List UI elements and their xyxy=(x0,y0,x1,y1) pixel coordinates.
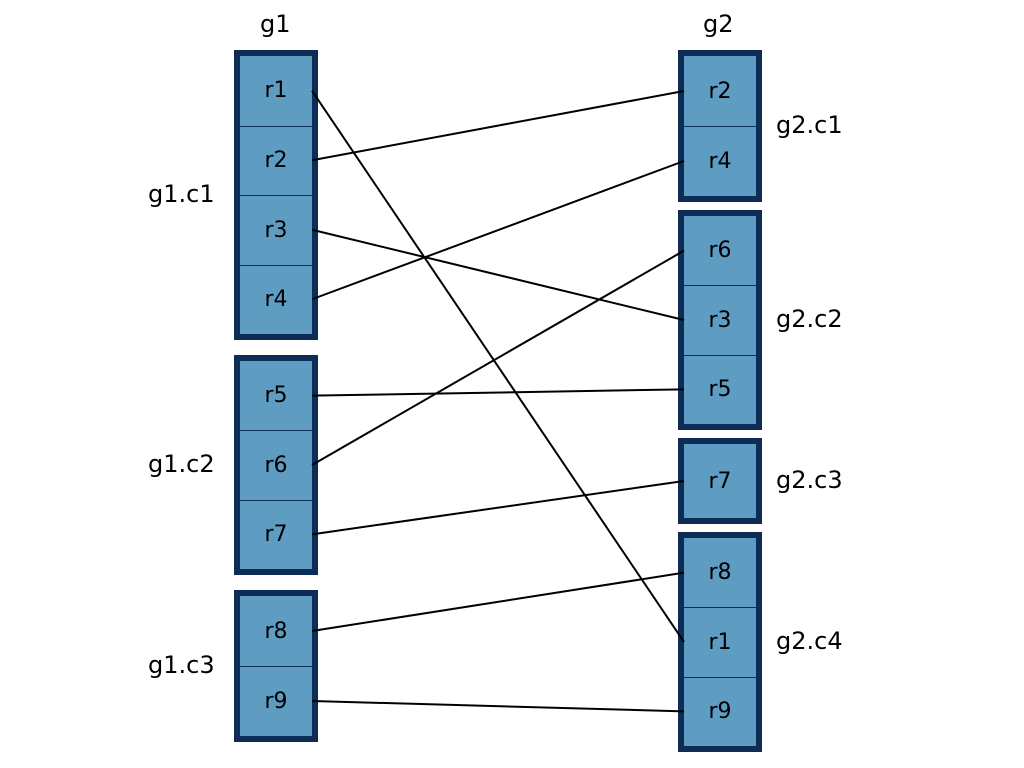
row-cell-g1-r1[interactable]: r1 xyxy=(264,78,288,104)
cluster-label-g1-c2: g1.c2 xyxy=(148,450,215,478)
row-cell-g1-r4[interactable]: r4 xyxy=(240,264,312,335)
cluster-label-g2-c1: g2.c1 xyxy=(776,111,843,139)
row-cell-g1-r5[interactable]: r5 xyxy=(264,383,288,409)
cluster-label-g2-c3: g2.c3 xyxy=(776,466,843,494)
cluster-label-g2-c4: g2.c4 xyxy=(776,627,843,655)
row-cell-g2-r5[interactable]: r5 xyxy=(684,354,756,424)
row-cell-g2-r7[interactable]: r7 xyxy=(708,468,732,494)
row-cell-g2-r2[interactable]: r2 xyxy=(708,78,732,104)
row-cell-g2-r3[interactable]: r3 xyxy=(684,285,756,354)
row-cell-g2-r8[interactable]: r8 xyxy=(708,560,732,586)
cluster-label-g1-c3: g1.c3 xyxy=(148,651,215,679)
cluster-g2-c1: r2 r4 xyxy=(678,50,762,202)
cluster-g1-c3: r8 r9 xyxy=(234,590,318,742)
row-cell-g1-r2[interactable]: r2 xyxy=(240,125,312,196)
row-cell-g1-r6[interactable]: r6 xyxy=(240,430,312,499)
row-cell-g2-r9[interactable]: r9 xyxy=(684,676,756,746)
row-cell-g1-r7[interactable]: r7 xyxy=(240,499,312,569)
cluster-label-g1-c1: g1.c1 xyxy=(148,180,215,208)
cluster-body: r8 r9 xyxy=(240,596,312,736)
row-cell-g2-r4[interactable]: r4 xyxy=(684,126,756,196)
cluster-g2-c3: r7 xyxy=(678,438,762,524)
cluster-body: r2 r4 xyxy=(684,56,756,196)
row-cell-g2-r1[interactable]: r1 xyxy=(684,607,756,676)
cluster-body: r7 xyxy=(684,444,756,518)
cluster-label-g2-c2: g2.c2 xyxy=(776,305,843,333)
group-label-g1: g1 xyxy=(260,10,291,38)
row-cell-g1-r3[interactable]: r3 xyxy=(240,195,312,265)
row-cell-g2-r6[interactable]: r6 xyxy=(708,238,732,264)
row-cell-g1-r9[interactable]: r9 xyxy=(240,666,312,736)
row-cell-g1-r8[interactable]: r8 xyxy=(264,618,288,644)
group-label-g2: g2 xyxy=(703,10,734,38)
